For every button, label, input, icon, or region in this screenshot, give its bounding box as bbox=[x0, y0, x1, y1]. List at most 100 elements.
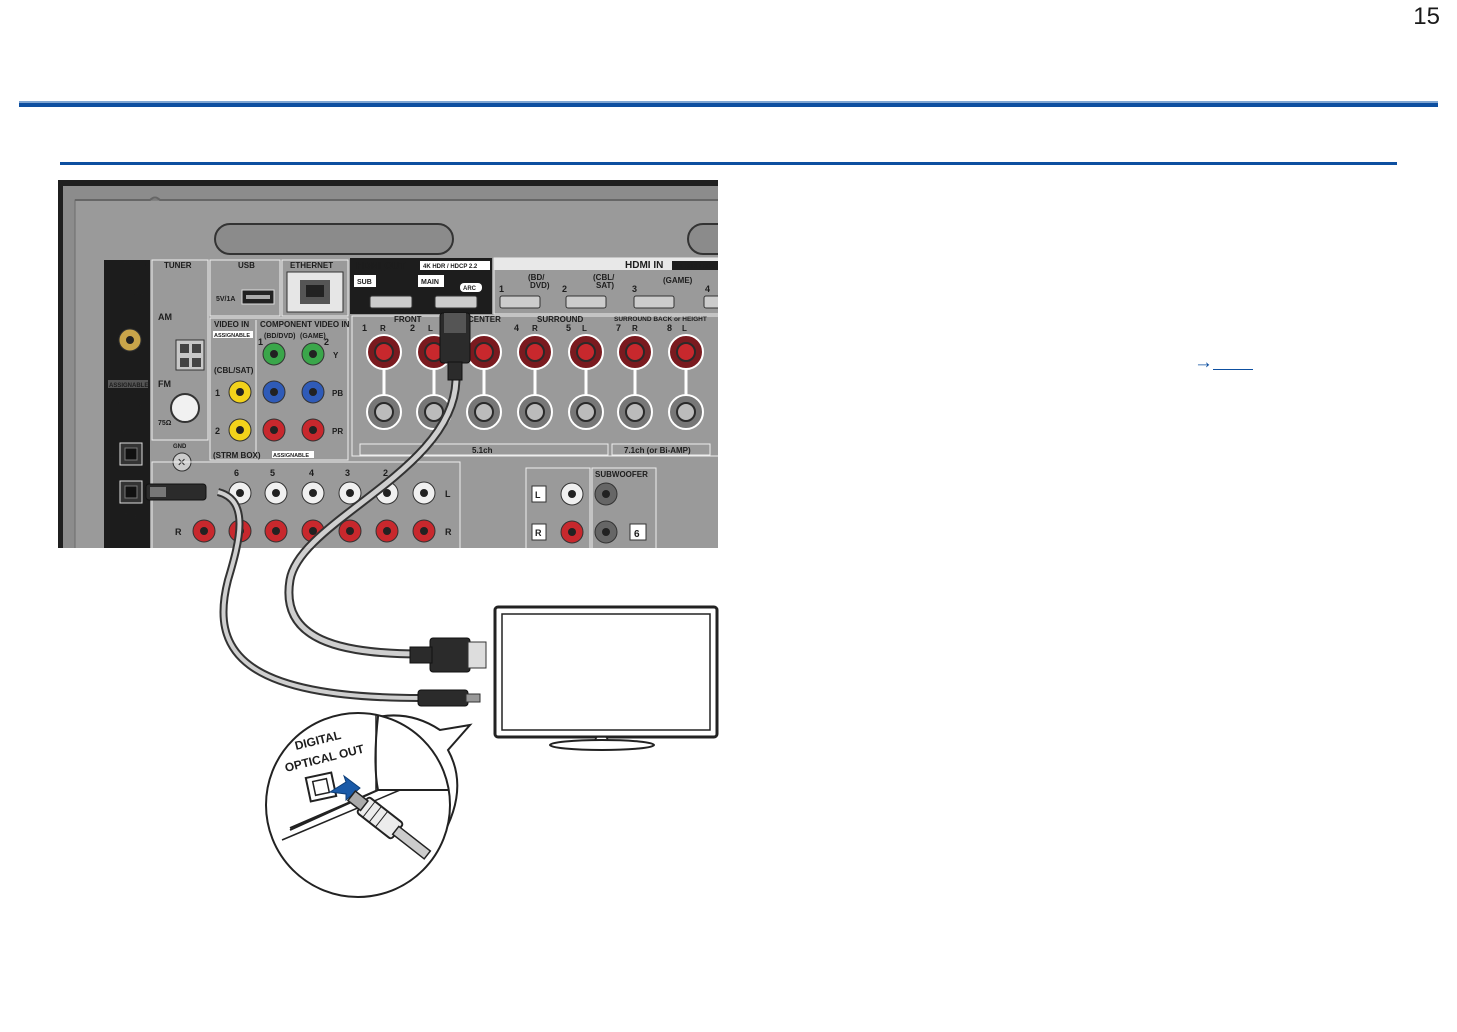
svg-text:OPTICAL: OPTICAL bbox=[113, 401, 144, 408]
hdmi-plug-tv bbox=[429, 637, 471, 673]
surround-back-label: SURROUND BACK or HEIGHT bbox=[614, 316, 707, 323]
ch51-label: 5.1ch bbox=[472, 446, 493, 455]
svg-text:L: L bbox=[582, 324, 587, 333]
svg-text:2: 2 bbox=[410, 323, 415, 333]
ch71-label: 7.1ch (or Bi-AMP) bbox=[624, 446, 691, 455]
svg-text:6: 6 bbox=[234, 468, 239, 478]
svg-text:7: 7 bbox=[616, 323, 621, 333]
svg-text:4: 4 bbox=[705, 284, 710, 294]
hdmi-out-sub-port bbox=[369, 295, 413, 309]
svg-text:R: R bbox=[532, 324, 538, 333]
svg-text:ASSIGNABLE: ASSIGNABLE bbox=[214, 333, 250, 339]
reference-link-arrow[interactable]: → bbox=[1194, 352, 1213, 373]
svg-text:8: 8 bbox=[667, 323, 672, 333]
speaker-terminal-back-l bbox=[668, 334, 704, 430]
svg-text:4K HDR / HDC: 4K HDR / HDC bbox=[675, 264, 716, 270]
subwoofer-title: SUBWOOFER bbox=[595, 470, 648, 479]
svg-text:2: 2 bbox=[383, 468, 388, 478]
svg-text:✕: ✕ bbox=[177, 457, 186, 469]
svg-text:PR: PR bbox=[332, 427, 343, 436]
speaker-terminal-surround-r bbox=[517, 334, 553, 430]
ethernet-title: ETHERNET bbox=[290, 261, 333, 270]
svg-text:L: L bbox=[682, 324, 687, 333]
svg-text:PB: PB bbox=[332, 389, 343, 398]
front-label: FRONT bbox=[394, 315, 422, 324]
svg-text:AM: AM bbox=[158, 312, 172, 322]
svg-text:R: R bbox=[380, 324, 386, 333]
hdmi-in-title: HDMI IN bbox=[625, 260, 663, 271]
hdmi-out-title: HDMI OUT bbox=[356, 261, 405, 272]
optical-cable bbox=[145, 483, 481, 707]
svg-text:(BD/DVD): (BD/DVD) bbox=[108, 311, 144, 320]
svg-text:4: 4 bbox=[309, 468, 314, 478]
svg-text:MAIN: MAIN bbox=[421, 279, 439, 286]
svg-text:(BD/: (BD/ bbox=[528, 273, 545, 282]
component-title: COMPONENT VIDEO IN bbox=[260, 320, 350, 329]
speaker-terminal-front-r bbox=[366, 334, 402, 430]
svg-text:(CBL/SAT): (CBL/SAT) bbox=[214, 366, 254, 375]
svg-text:1: 1 bbox=[499, 284, 504, 294]
svg-text:3: 3 bbox=[632, 284, 637, 294]
svg-text:5V/1A: 5V/1A bbox=[216, 296, 235, 303]
header-rule bbox=[19, 101, 1438, 107]
svg-text:(STRM BOX): (STRM BOX) bbox=[213, 451, 261, 460]
svg-text:6: 6 bbox=[634, 529, 640, 540]
svg-text:1: 1 bbox=[258, 337, 263, 347]
tuner-title: TUNER bbox=[164, 261, 192, 270]
svg-text:L: L bbox=[445, 489, 451, 499]
svg-text:2: 2 bbox=[109, 488, 114, 498]
speaker-terminal-surround-l bbox=[568, 334, 604, 430]
wifi-antenna bbox=[214, 223, 454, 255]
svg-text:4K HDR / HDCP 2.2: 4K HDR / HDCP 2.2 bbox=[423, 264, 478, 270]
reference-link-underline[interactable] bbox=[1213, 369, 1253, 370]
speaker-terminal-back-r bbox=[617, 334, 653, 430]
svg-text:ASSIGNABLE: ASSIGNABLE bbox=[109, 383, 148, 389]
hdmi-in-4-port bbox=[703, 295, 718, 309]
svg-text:(BD/DVD): (BD/DVD) bbox=[264, 333, 296, 340]
usb-title: USB bbox=[238, 261, 255, 270]
svg-text:1: 1 bbox=[362, 323, 367, 333]
optical-plug-tv bbox=[417, 689, 469, 707]
svg-text:(GAME): (GAME) bbox=[300, 333, 326, 340]
svg-text:2: 2 bbox=[324, 337, 329, 347]
svg-text:L: L bbox=[428, 324, 433, 333]
svg-text:5: 5 bbox=[566, 323, 571, 333]
section-rule bbox=[60, 162, 1397, 165]
svg-text:FM: FM bbox=[158, 379, 171, 389]
svg-text:(CBL/: (CBL/ bbox=[593, 273, 615, 282]
hdmi-in-1-port bbox=[499, 295, 541, 309]
hdmi-cable bbox=[284, 312, 487, 673]
digital-in-title: DIGITAL IN bbox=[106, 261, 148, 270]
svg-text:3: 3 bbox=[345, 468, 350, 478]
svg-text:SAT): SAT) bbox=[596, 281, 614, 290]
svg-text:(GAME): (GAME) bbox=[663, 276, 693, 285]
tv-port-callout: DIGITAL OPTICAL OUT bbox=[265, 712, 473, 898]
svg-text:Y: Y bbox=[333, 351, 339, 360]
svg-text:COAXIAL: COAXIAL bbox=[114, 290, 146, 297]
page-number: 15 bbox=[1413, 3, 1440, 30]
svg-text:2: 2 bbox=[215, 426, 220, 436]
svg-text:SUB: SUB bbox=[357, 279, 372, 286]
svg-text:GND: GND bbox=[173, 444, 187, 450]
svg-text:(CD): (CD) bbox=[120, 427, 137, 436]
svg-text:2: 2 bbox=[562, 284, 567, 294]
svg-text:(TV): (TV) bbox=[121, 512, 137, 521]
hdmi-in-3-port bbox=[633, 295, 675, 309]
wifi-antenna-2 bbox=[687, 223, 718, 255]
svg-text:R: R bbox=[632, 324, 638, 333]
svg-text:DVD): DVD) bbox=[530, 281, 550, 290]
hdmi-out-main-port bbox=[434, 295, 478, 309]
svg-text:5: 5 bbox=[270, 468, 275, 478]
svg-text:R: R bbox=[175, 527, 182, 537]
surround-label: SURROUND bbox=[537, 315, 583, 324]
svg-text:1: 1 bbox=[215, 388, 220, 398]
tv bbox=[493, 605, 719, 751]
svg-text:ARC: ARC bbox=[463, 286, 477, 292]
analog-audio-jacks bbox=[192, 481, 436, 543]
hdmi-in-2-port bbox=[565, 295, 607, 309]
fm-jack bbox=[170, 393, 200, 423]
svg-text:75Ω: 75Ω bbox=[158, 420, 172, 427]
svg-text:4: 4 bbox=[514, 323, 519, 333]
svg-text:L: L bbox=[535, 490, 541, 500]
